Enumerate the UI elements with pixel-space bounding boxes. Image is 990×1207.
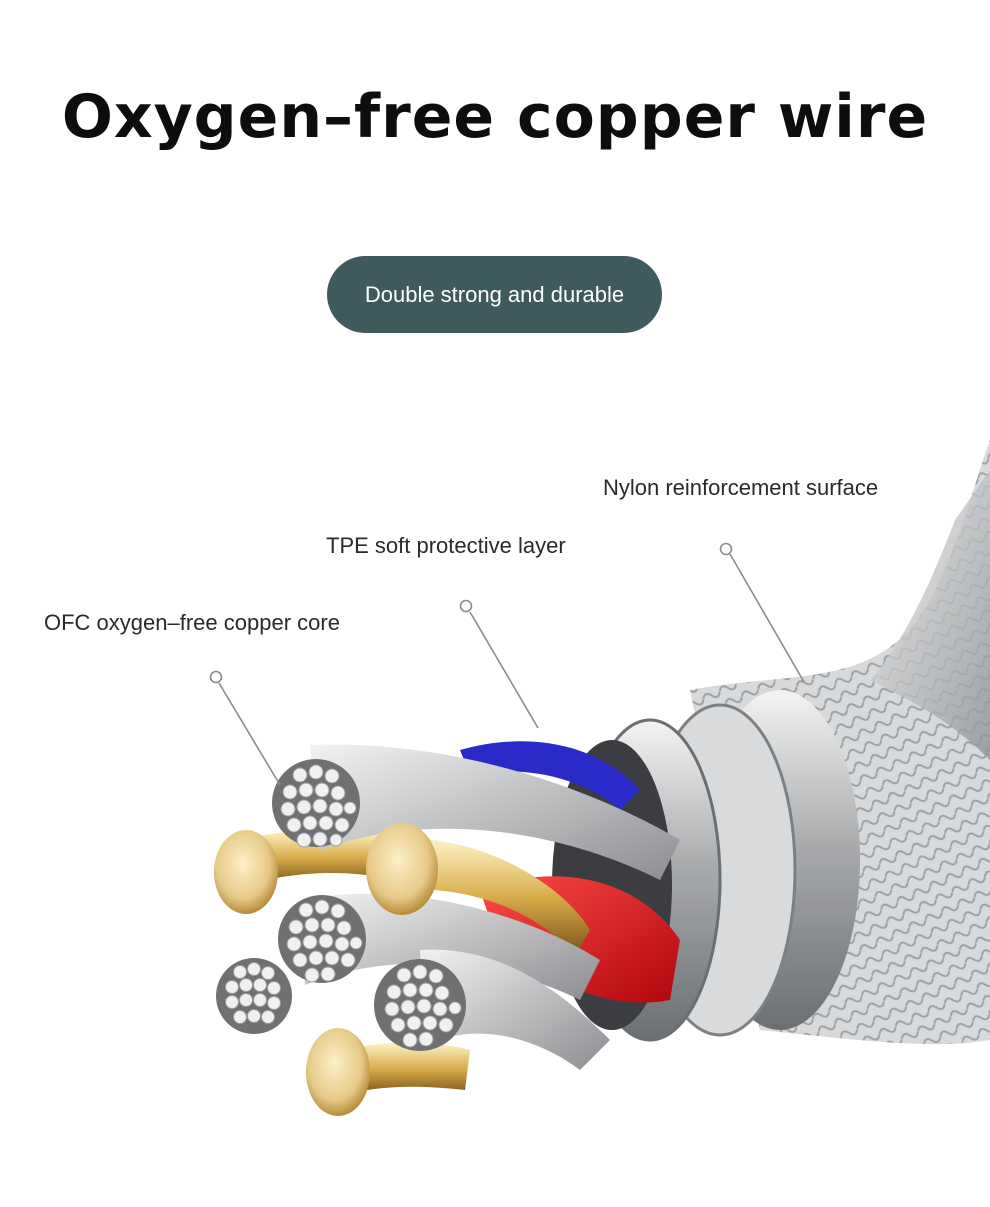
strand-face bbox=[216, 958, 292, 1034]
silver-strand-bundle bbox=[420, 949, 610, 1070]
nylon-callout-dot bbox=[719, 542, 733, 556]
page-title: Oxygen–free copper wire bbox=[61, 82, 929, 152]
ofc-callout-dot bbox=[209, 670, 223, 684]
callout-tpe-label: TPE soft protective layer bbox=[326, 533, 566, 558]
gold-rod bbox=[390, 838, 590, 955]
silver-strand-bundle bbox=[310, 744, 680, 880]
feature-badge-label: Double strong and durable bbox=[364, 281, 625, 307]
tpe-leader-line bbox=[469, 611, 539, 729]
nylon-leader-line bbox=[729, 553, 805, 683]
strand-face bbox=[272, 759, 360, 848]
braid-highlight bbox=[870, 470, 990, 760]
callout-ofc-label: OFC oxygen–free copper core bbox=[44, 610, 340, 635]
gold-rod bbox=[340, 1042, 470, 1095]
blue-insulation bbox=[460, 741, 640, 810]
copper-core-end bbox=[366, 823, 438, 915]
callout-nylon-label: Nylon reinforcement surface bbox=[603, 475, 879, 500]
ofc-leader-line bbox=[218, 682, 281, 786]
gold-rod bbox=[240, 830, 400, 885]
copper-core-end bbox=[306, 1028, 370, 1116]
tpe-callout-dot bbox=[459, 599, 473, 613]
feature-badge: Double strong and durable bbox=[327, 256, 662, 333]
strand-face bbox=[278, 895, 366, 983]
strand-face bbox=[374, 959, 466, 1051]
silver-strand-bundle bbox=[300, 893, 600, 1000]
copper-core-end bbox=[214, 830, 278, 914]
